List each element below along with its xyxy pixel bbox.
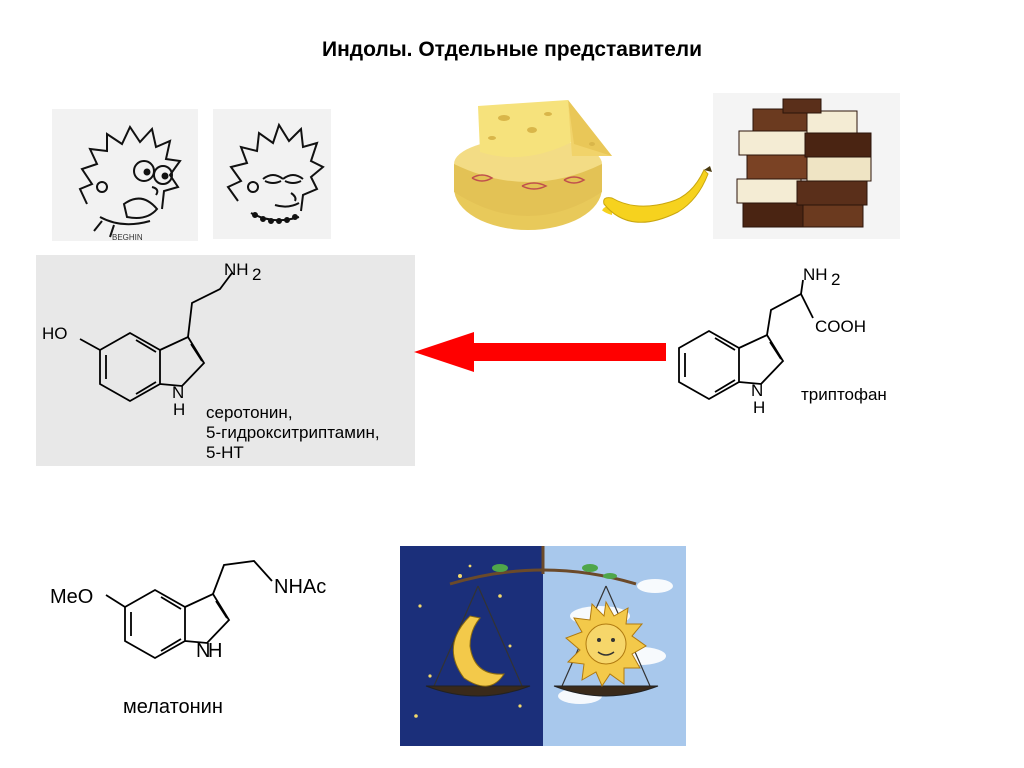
serotonin-name-1: серотонин, [206,403,293,422]
tryptophan-ring-h: H [753,398,765,417]
tryptophan-acid-label: COOH [815,317,866,336]
tryptophan-amine-sub: 2 [831,270,840,289]
serotonin-oh-label: HO [42,324,68,343]
tryptophan-amine-label: NH [803,265,828,284]
melatonin-structure: MeO NHAc N H [50,560,326,662]
banana-photo [600,166,712,236]
serotonin-names: серотонин, 5-гидрокситриптамин, 5-НТ [206,403,380,463]
cheese-and-banana-photo [452,100,612,240]
lisa-caption: BEGHIN [112,233,143,241]
tryptophan-name: триптофан [801,385,887,404]
slide-title: Индолы. Отдельные представители [321,38,702,61]
serotonin-amine-label: NH [224,260,249,279]
melatonin-ring-h: H [208,640,222,662]
serotonin-ring-n: N [172,383,184,402]
melatonin-name: мелатонин [123,696,223,718]
melatonin-ring-n: N [196,640,210,662]
serotonin-structure: HO NH 2 N H [42,260,261,419]
chocolate-stack-photo [713,93,900,239]
serotonin-amine-sub: 2 [252,265,261,284]
serotonin-ring-h: H [173,400,185,419]
lisa-sketch-excited: BEGHIN [52,109,198,241]
lisa-sketch-calm [213,109,331,239]
tryptophan-ring-n: N [751,381,763,400]
serotonin-name-2: 5-гидрокситриптамин, [206,423,380,442]
moon-sun-scales-picture [400,546,686,746]
melatonin-amide-label: NHAc [274,576,326,598]
serotonin-name-3: 5-НТ [206,443,244,462]
tryptophan-structure: NH 2 COOH N H [678,265,866,417]
melatonin-meo-label: MeO [50,586,93,608]
conversion-arrow [414,332,666,372]
